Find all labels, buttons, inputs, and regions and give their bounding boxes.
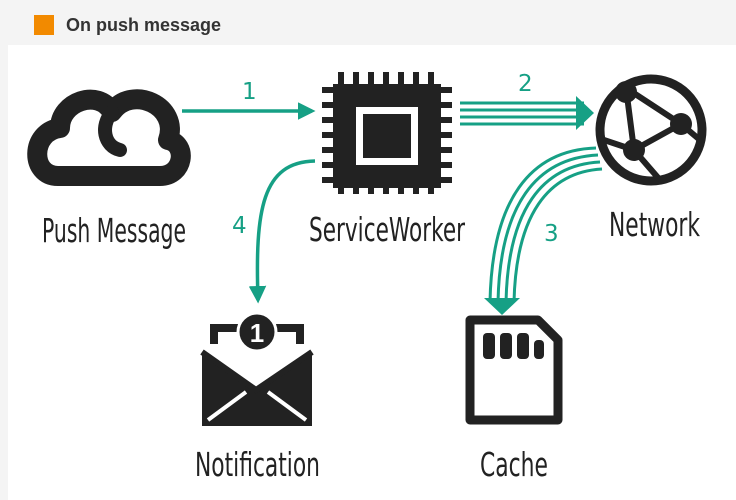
notification-badge: 1	[250, 318, 264, 348]
arrow-3	[484, 146, 603, 315]
arrow-4	[248, 159, 316, 304]
step-4-label: 4	[232, 213, 247, 239]
header: On push message	[34, 13, 221, 37]
envelope-icon: 1	[200, 311, 314, 426]
push-message-label: Push Message	[42, 211, 186, 250]
service-worker-label: ServiceWorker	[309, 210, 465, 249]
cloud-icon	[27, 89, 191, 186]
cache-label: Cache	[480, 445, 548, 484]
step-2-label: 2	[518, 71, 533, 97]
chip-icon	[322, 72, 452, 194]
network-label: Network	[609, 205, 701, 244]
step-1-label: 1	[242, 79, 257, 105]
sd-card-icon	[465, 315, 563, 425]
page-title: On push message	[66, 14, 222, 35]
orange-square-icon	[34, 15, 54, 35]
globe-network-icon	[595, 74, 707, 186]
step-3-label: 3	[544, 221, 559, 247]
notification-label: Notification	[195, 445, 320, 484]
arrow-2	[460, 96, 594, 130]
